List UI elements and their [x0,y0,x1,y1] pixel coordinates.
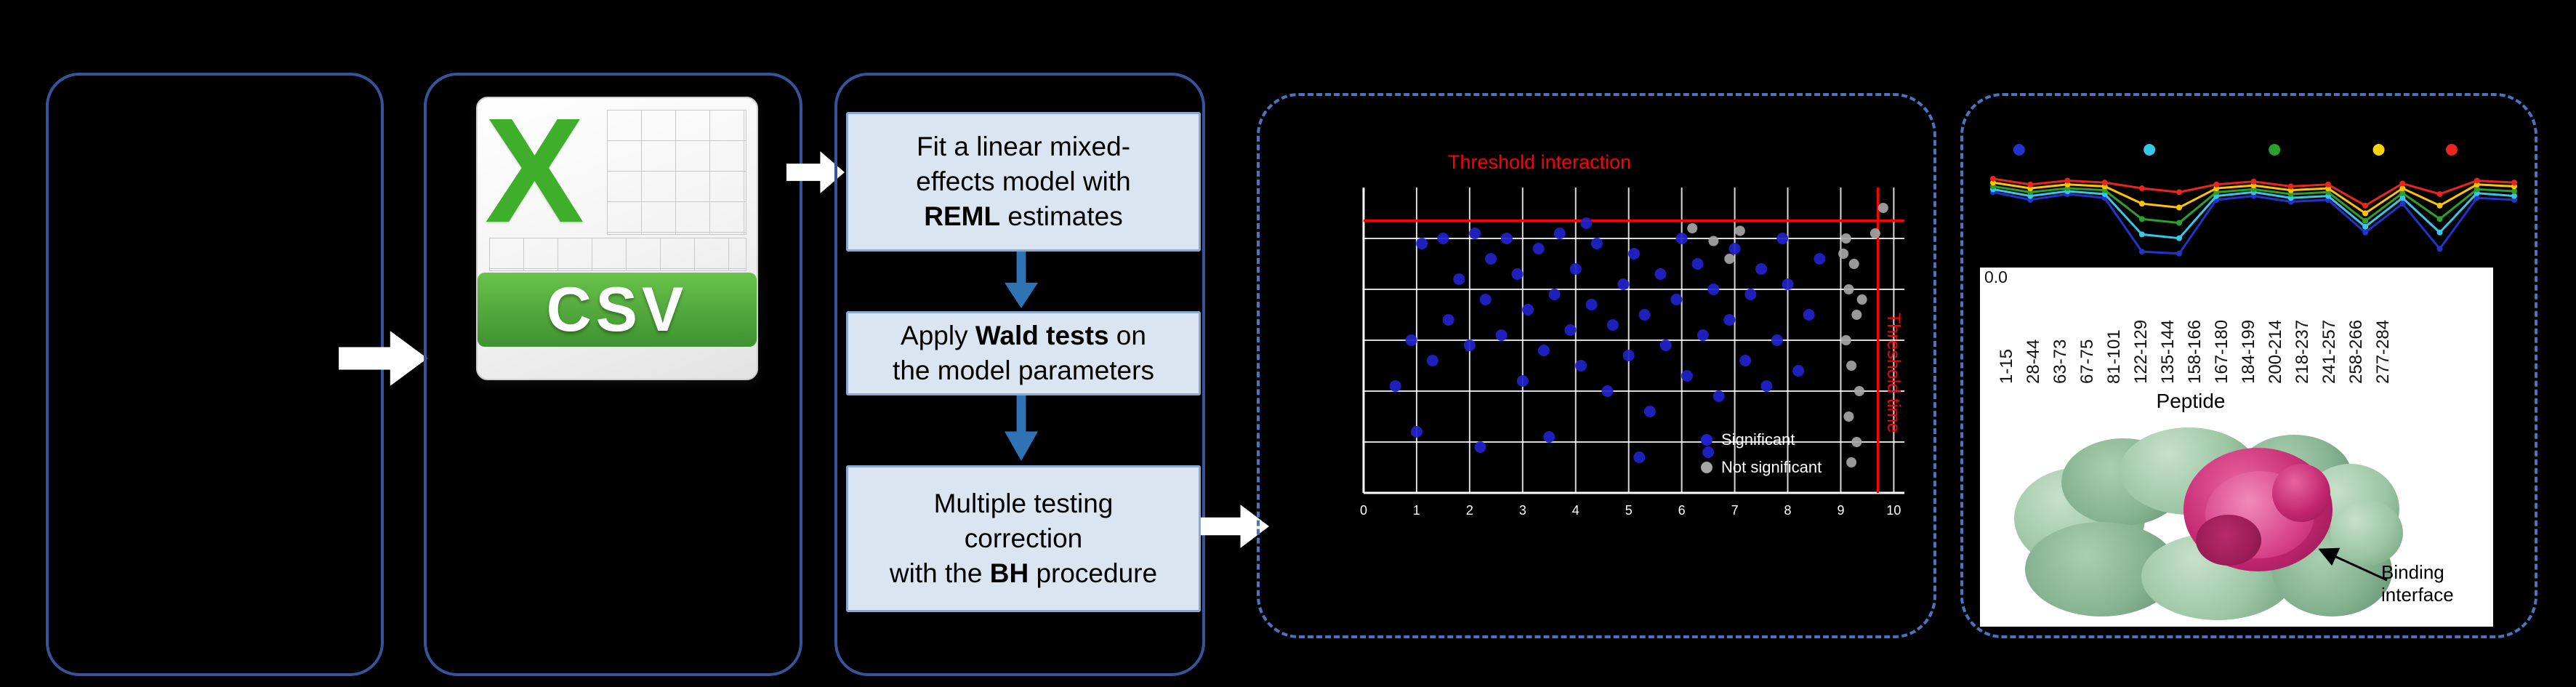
peptide-axis-card: 0.0 1-15 28-44 63-73 67-75 81-101 122-129 135-… [1980,268,2493,627]
threshold-time-label: Threshold time [1883,313,1904,433]
peptide-axis-label: 135-144 [2157,319,2178,384]
peptide-axis-label: 1-15 [1996,348,2016,384]
legend-item: Significant [1701,430,1822,449]
panel-csv-file: X CSV [424,73,802,676]
step-text-line: Multiple testing [933,488,1114,518]
step-text-line: correction [964,523,1083,553]
peptide-axis-label: 277-284 [2373,319,2394,384]
peptide-axis-label: 122-129 [2130,319,2151,384]
excel-x-icon: X [485,87,584,254]
protein-structure-image [2014,413,2403,624]
csv-banner-label: CSV [478,273,757,347]
step-text-line: Apply Wald tests on [901,320,1146,350]
peptide-axis-label: 158-166 [2184,319,2205,384]
spreadsheet-grid-icon [607,110,746,235]
legend-item: Not significant [1701,458,1822,477]
step-text-line: effects model with [916,166,1131,196]
peptide-axis-label: 67-75 [2077,339,2097,384]
panel-statistics [834,73,1205,676]
y-axis-tick-label: 0.0 [1984,268,2008,286]
legend-dot-icon [1701,462,1712,473]
spreadsheet-grid-icon [489,238,746,271]
peptide-axis-title: Peptide [2156,390,2226,412]
panel-input [46,73,384,676]
step-text-line: REML estimates [924,201,1123,232]
threshold-interaction-label: Threshold interaction [1448,151,1632,173]
step-wald-tests: Apply Wald tests on the model parameters [846,311,1201,395]
step-multiple-testing: Multiple testing correction with the BH … [846,465,1201,612]
binding-interface-blob [2196,515,2261,566]
peptide-axis-label: 241-257 [2319,319,2340,384]
panel-volcano-plot [1257,93,1936,638]
peptide-axis-label: 28-44 [2023,339,2043,384]
binding-interface-label: Binding interface [2381,561,2454,606]
step-fit-model: Fit a linear mixed- effects model with R… [846,112,1201,252]
protein-surface-blob [2330,500,2403,566]
step-text-line: the model parameters [893,355,1154,385]
peptide-axis-label: 258-266 [2346,319,2367,384]
binding-interface-blob [2272,464,2330,522]
volcano-legend: Significant Not significant [1701,430,1822,477]
peptide-axis-label: 167-180 [2212,319,2231,384]
peptide-axis-labels: 1-15 28-44 63-73 67-75 81-101 122-129 135-144 1… [1993,273,2397,384]
peptide-axis-label: 81-101 [2104,329,2124,384]
peptide-axis-label: 63-73 [2050,339,2070,384]
peptide-axis-label: 218-237 [2293,319,2313,384]
peptide-axis-label: 200-214 [2266,319,2286,384]
csv-file-icon: X CSV [476,87,758,380]
panel-peptide-results [1960,93,2537,638]
step-text-line: with the BH procedure [889,558,1158,589]
legend-dot-icon [1701,434,1712,446]
peptide-axis-label: 184-199 [2239,319,2259,384]
step-text-line: Fit a linear mixed- [916,131,1131,161]
